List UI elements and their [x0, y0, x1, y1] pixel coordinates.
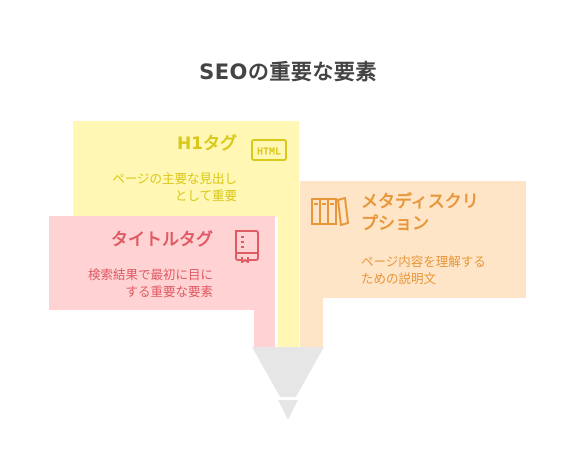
title-tag-card-desc-line2: する重要な要素	[125, 284, 213, 299]
books-icon	[311, 196, 350, 230]
h1-card-desc-line1: ページの主要な見出し	[112, 171, 237, 186]
h1-card-desc-line2: として重要	[174, 188, 237, 203]
meta-card-desc-line1: ページ内容を理解する	[361, 254, 486, 269]
html-icon: HTML	[251, 139, 287, 165]
meta-card-title-line2: プション	[361, 214, 429, 234]
title-tag-card: タイトルタグ 検索結果で最初に目に する重要な要素	[49, 216, 275, 310]
meta-card: メタディスクリ プション ページ内容を理解する ための説明文	[300, 181, 526, 298]
meta-card-title-line1: メタディスクリ	[361, 192, 479, 212]
title-tag-card-desc-line1: 検索結果で最初に目に	[87, 267, 213, 282]
document-icon	[231, 229, 261, 267]
diagram-title: SEOの重要な要素	[199, 60, 377, 84]
svg-text:HTML: HTML	[257, 147, 281, 158]
title-tag-card-title: タイトルタグ	[111, 230, 213, 250]
funnel-shape	[252, 347, 324, 427]
meta-card-desc-line2: ための説明文	[361, 271, 437, 286]
h1-card: H1タグ HTML ページの主要な見出し として重要	[73, 121, 299, 217]
h1-card-title: H1タグ	[176, 134, 237, 154]
